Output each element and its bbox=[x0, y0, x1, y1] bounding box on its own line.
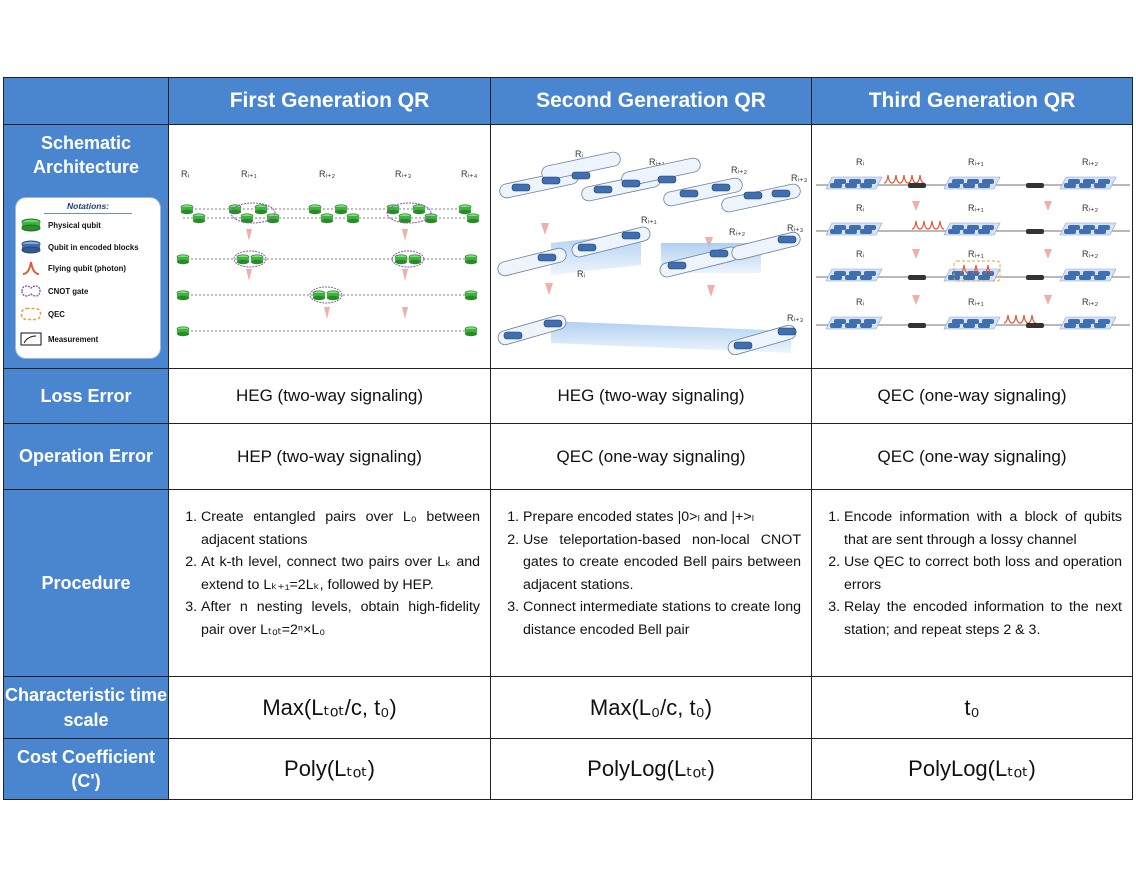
notations-box: Notations: Physical qubit Qubit in encod… bbox=[16, 198, 160, 358]
svg-text:Rᵢ₊₁: Rᵢ₊₁ bbox=[641, 215, 657, 225]
qec-icon bbox=[20, 307, 42, 321]
procedure-third-step-2: Use QEC to correct both loss and operati… bbox=[844, 551, 1122, 596]
first-label-4: Rᵢ₊₄ bbox=[461, 169, 478, 179]
procedure-second: Prepare encoded states |0>ₗ and |+>ₗ Use… bbox=[491, 490, 812, 677]
schematic-second-generation: Rᵢ Rᵢ₊₁ Rᵢ₊₂ Rᵢ₊₃ bbox=[491, 125, 812, 369]
time-scale-third: t₀ bbox=[812, 677, 1132, 739]
cost-third: PolyLog(Lₜₒₜ) bbox=[812, 739, 1132, 799]
row-label-operation-error: Operation Error bbox=[4, 424, 169, 490]
loss-error-second: HEG (two-way signaling) bbox=[491, 369, 812, 424]
operation-error-third: QEC (one-way signaling) bbox=[812, 424, 1132, 490]
procedure-first-step-1: Create entangled pairs over L₀ between a… bbox=[201, 506, 480, 551]
notation-label-photon: Flying qubit (photon) bbox=[48, 263, 126, 273]
first-label-3: Rᵢ₊₃ bbox=[395, 169, 412, 179]
second-generation-diagram: Rᵢ Rᵢ₊₁ Rᵢ₊₂ Rᵢ₊₃ bbox=[497, 149, 808, 356]
svg-text:Rᵢ₊₂: Rᵢ₊₂ bbox=[1082, 249, 1099, 259]
photon-icon bbox=[22, 261, 40, 275]
comparison-table: First Generation QR Second Generation QR… bbox=[3, 77, 1133, 800]
cnot-gate-icon bbox=[21, 285, 41, 297]
encoded-block-icon bbox=[21, 240, 41, 254]
notation-label-cnot: CNOT gate bbox=[48, 286, 89, 296]
first-label-1: Rᵢ₊₁ bbox=[241, 169, 257, 179]
svg-text:Rᵢ: Rᵢ bbox=[856, 249, 864, 259]
svg-text:Rᵢ: Rᵢ bbox=[577, 269, 585, 279]
second-label-2: Rᵢ₊₂ bbox=[731, 165, 748, 175]
operation-error-first: HEP (two-way signaling) bbox=[169, 424, 491, 490]
svg-text:Rᵢ₊₁: Rᵢ₊₁ bbox=[968, 203, 984, 213]
first-label-0: Rᵢ bbox=[181, 169, 189, 179]
procedure-first-step-3: After n nesting levels, obtain high-fide… bbox=[201, 596, 480, 641]
svg-text:Rᵢ₊₁: Rᵢ₊₁ bbox=[968, 249, 984, 259]
time-scale-second: Max(L₀/c, t₀) bbox=[491, 677, 812, 739]
procedure-second-step-3: Connect intermediate stations to create … bbox=[523, 596, 801, 641]
time-scale-first: Max(Lₜₒₜ/c, t₀) bbox=[169, 677, 491, 739]
notations-title: Notations: bbox=[66, 201, 110, 211]
procedure-third-step-3: Relay the encoded information to the nex… bbox=[844, 596, 1122, 641]
cost-second: PolyLog(Lₜₒₜ) bbox=[491, 739, 812, 799]
procedure-second-step-2: Use teleportation-based non-local CNOT g… bbox=[523, 529, 801, 597]
loss-error-third: QEC (one-way signaling) bbox=[812, 369, 1132, 424]
header-second-generation: Second Generation QR bbox=[491, 78, 812, 125]
first-generation-diagram: Rᵢ Rᵢ₊₁ Rᵢ₊₂ Rᵢ₊₃ Rᵢ₊₄ bbox=[176, 169, 480, 337]
procedure-first: Create entangled pairs over L₀ between a… bbox=[169, 490, 491, 677]
second-label-3: Rᵢ₊₃ bbox=[791, 173, 808, 183]
physical-qubit-icon bbox=[21, 218, 41, 232]
first-label-2: Rᵢ₊₂ bbox=[319, 169, 336, 179]
second-label-1: Rᵢ₊₁ bbox=[649, 157, 665, 167]
measurement-icon bbox=[20, 332, 42, 346]
notation-label-measurement: Measurement bbox=[48, 334, 99, 344]
schematic-label-text: Schematic Architecture bbox=[32, 133, 140, 178]
svg-text:Rᵢ₊₂: Rᵢ₊₂ bbox=[729, 227, 746, 237]
third-label-1: Rᵢ₊₁ bbox=[968, 157, 984, 167]
svg-text:Rᵢ₊₃: Rᵢ₊₃ bbox=[787, 313, 804, 323]
second-label-0: Rᵢ bbox=[575, 149, 583, 159]
third-label-0: Rᵢ bbox=[856, 157, 864, 167]
schematic-first-generation: Rᵢ Rᵢ₊₁ Rᵢ₊₂ Rᵢ₊₃ Rᵢ₊₄ bbox=[169, 125, 491, 369]
notation-label-physical-qubit: Physical qubit bbox=[48, 220, 101, 230]
svg-text:Rᵢ₊₃: Rᵢ₊₃ bbox=[787, 223, 804, 233]
procedure-third-step-1: Encode information with a block of qubit… bbox=[844, 506, 1122, 551]
notation-label-qec: QEC bbox=[48, 309, 65, 319]
corner-cell bbox=[4, 78, 169, 125]
procedure-third: Encode information with a block of qubit… bbox=[812, 490, 1132, 677]
header-third-generation: Third Generation QR bbox=[812, 78, 1132, 125]
cost-first: Poly(Lₜₒₜ) bbox=[169, 739, 491, 799]
loss-error-first: HEG (two-way signaling) bbox=[169, 369, 491, 424]
header-first-generation: First Generation QR bbox=[169, 78, 491, 125]
row-label-procedure: Procedure bbox=[4, 490, 169, 677]
row-label-schematic: Schematic Architecture Notations: Physic… bbox=[4, 125, 169, 369]
row-label-cost-coefficient: Cost Coefficient (C') bbox=[4, 739, 169, 799]
svg-text:Rᵢ₊₂: Rᵢ₊₂ bbox=[1082, 203, 1099, 213]
svg-text:Rᵢ₊₂: Rᵢ₊₂ bbox=[1082, 297, 1099, 307]
row-label-loss-error: Loss Error bbox=[4, 369, 169, 424]
svg-text:Rᵢ: Rᵢ bbox=[856, 203, 864, 213]
notation-label-encoded-block: Qubit in encoded blocks bbox=[48, 242, 139, 252]
procedure-second-step-1: Prepare encoded states |0>ₗ and |+>ₗ bbox=[523, 506, 801, 529]
operation-error-second: QEC (one-way signaling) bbox=[491, 424, 812, 490]
svg-text:Rᵢ: Rᵢ bbox=[856, 297, 864, 307]
svg-text:Rᵢ₊₁: Rᵢ₊₁ bbox=[968, 297, 984, 307]
third-label-2: Rᵢ₊₂ bbox=[1082, 157, 1099, 167]
row-label-time-scale: Characteristic time scale bbox=[4, 677, 169, 739]
procedure-first-step-2: At k-th level, connect two pairs over Lₖ… bbox=[201, 551, 480, 596]
